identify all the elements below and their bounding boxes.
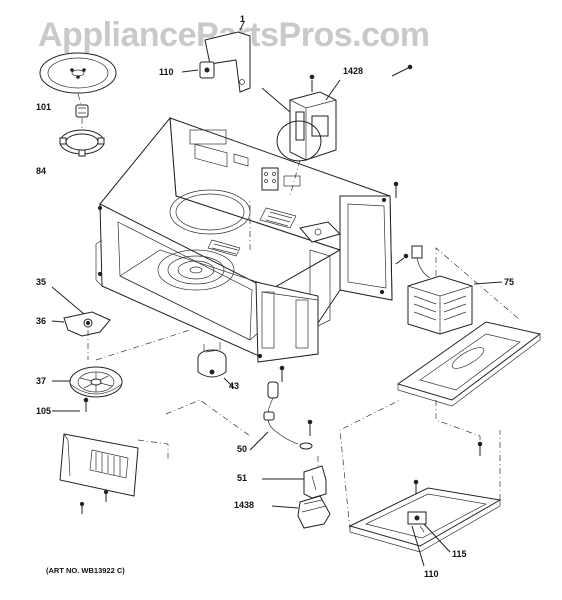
stirrer-fan-cover [69, 366, 123, 398]
roller-ring [59, 129, 105, 157]
callout-75: 75 [504, 277, 515, 287]
latch-bracket [303, 465, 327, 499]
high-voltage-transformer [407, 245, 473, 335]
base-plate [396, 321, 542, 407]
drive-motor [197, 342, 227, 378]
coupler [75, 104, 89, 118]
art-number: (ART NO. WB13922 C) [46, 566, 125, 575]
callout-101: 101 [36, 102, 52, 112]
stirrer-blade [63, 311, 111, 337]
callout-105: 105 [36, 406, 52, 416]
callout-43: 43 [229, 381, 240, 391]
interlock-switch [297, 495, 331, 529]
callout-51: 51 [237, 473, 248, 483]
callout-84: 84 [36, 166, 47, 176]
callout-37: 37 [36, 376, 47, 386]
bottom-plate [348, 487, 502, 553]
callout-35: 35 [36, 277, 47, 287]
callout-1438: 1438 [234, 500, 255, 510]
callout-36: 36 [36, 316, 47, 326]
waveguide-cover [59, 433, 139, 497]
callout-115: 115 [452, 549, 467, 559]
callout-50: 50 [237, 444, 248, 454]
motor-bracket [199, 31, 251, 93]
callout-110-top: 110 [159, 67, 174, 77]
oven-cavity-chassis [95, 116, 393, 363]
callout-110-bottom: 110 [424, 569, 439, 579]
callout-1: 1 [240, 14, 246, 24]
callout-1428: 1428 [343, 66, 364, 76]
thermal-cutout-wire [263, 381, 313, 450]
turntable-tray [39, 52, 117, 94]
